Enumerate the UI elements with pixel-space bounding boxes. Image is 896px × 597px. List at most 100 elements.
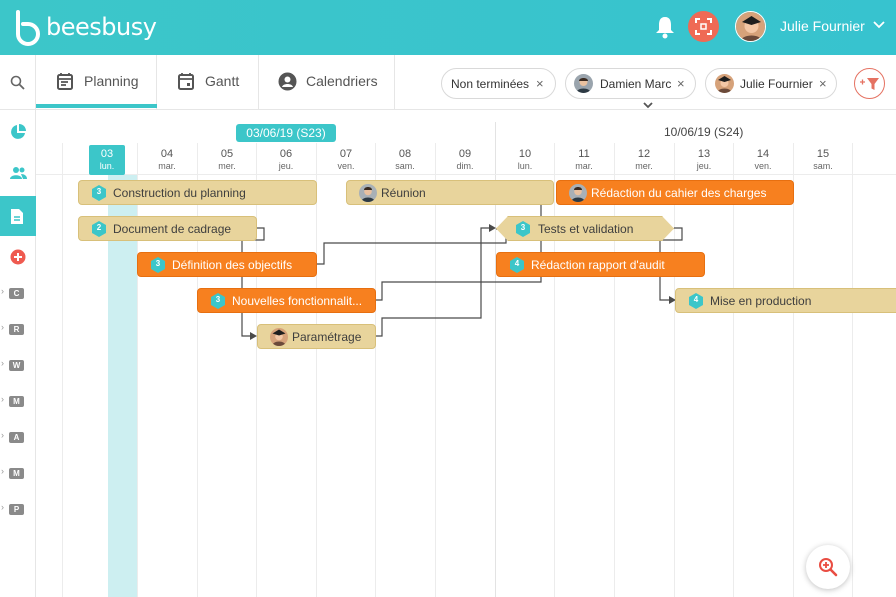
expand-arrow-icon[interactable]: › — [1, 322, 4, 332]
bell-icon[interactable] — [654, 15, 676, 39]
close-icon[interactable]: × — [536, 76, 544, 91]
header-divider — [36, 174, 896, 175]
sidebar-item-add[interactable] — [0, 237, 36, 277]
user-circle-icon — [278, 72, 297, 91]
day-name: jeu. — [278, 161, 294, 171]
hexagon-badge-icon — [151, 257, 165, 273]
task-bar[interactable]: 3 Définition des objectifs — [137, 252, 317, 277]
tab-label: Calendriers — [306, 73, 378, 89]
day-number: 04 — [160, 148, 174, 160]
task-bar[interactable]: 4 Rédaction rapport d'audit — [496, 252, 705, 277]
day-divider — [62, 143, 63, 597]
day-number: 15 — [816, 148, 830, 160]
zoom-button[interactable] — [806, 545, 850, 589]
chevron-down-icon[interactable] — [642, 101, 654, 109]
sidebar-project[interactable]: ›W — [0, 355, 36, 375]
user-avatar[interactable] — [735, 11, 766, 42]
expand-arrow-icon[interactable]: › — [1, 394, 4, 404]
day-divider — [614, 143, 615, 597]
project-initial: M — [13, 397, 20, 406]
task-label: Rédaction du cahier des charges — [591, 186, 767, 200]
task-badge: 4 — [693, 295, 699, 304]
expand-arrow-icon[interactable]: › — [1, 286, 4, 296]
expand-arrow-icon[interactable]: › — [1, 502, 4, 512]
hexagon-badge-icon — [515, 221, 531, 237]
day-name: sam. — [813, 161, 833, 171]
day-divider — [197, 143, 198, 597]
filter-add-icon — [860, 78, 879, 90]
chevron-down-icon[interactable] — [873, 21, 885, 29]
task-bar[interactable]: Rédaction du cahier des charges — [556, 180, 794, 205]
task-bar[interactable]: Paramétrage — [257, 324, 376, 349]
filter-chip-julie[interactable]: Julie Fournier × — [705, 68, 837, 99]
planning-icon — [57, 73, 73, 90]
sidebar-project[interactable]: ›C — [0, 283, 36, 303]
filter-chip-damien[interactable]: Damien Marc × — [565, 68, 696, 99]
folder-icon: W — [9, 360, 24, 371]
tab-planning[interactable]: Planning — [36, 55, 157, 110]
task-badge: 4 — [514, 259, 520, 268]
filter-avatar — [715, 74, 734, 93]
task-badge: 3 — [155, 259, 161, 268]
task-badge: 2 — [96, 223, 102, 232]
add-icon — [10, 249, 26, 265]
search-button[interactable] — [0, 55, 36, 110]
project-initial: W — [12, 361, 21, 370]
task-bar[interactable]: 4 Mise en production — [675, 288, 896, 313]
task-label: Définition des objectifs — [172, 258, 293, 272]
task-bar[interactable]: 2 Document de cadrage — [78, 216, 257, 241]
sidebar-project[interactable]: ›A — [0, 427, 36, 447]
tab-gantt[interactable]: Gantt — [157, 55, 259, 110]
close-icon[interactable]: × — [819, 76, 827, 91]
task-bar[interactable]: 3 Nouvelles fonctionnalit... — [197, 288, 376, 313]
expand-arrow-icon[interactable]: › — [1, 430, 4, 440]
focus-mode-button[interactable] — [688, 11, 719, 42]
sidebar-item-dashboard[interactable] — [0, 112, 36, 152]
day-divider — [435, 143, 436, 597]
day-number: 10 — [518, 148, 532, 160]
sidebar-item-documents[interactable] — [0, 196, 36, 236]
sidebar-item-team[interactable] — [0, 154, 36, 194]
task-label: Réunion — [381, 186, 426, 200]
day-name: mer. — [635, 161, 653, 171]
expand-arrow-icon[interactable]: › — [1, 466, 4, 476]
app-header: beesbusy Julie Fournier — [0, 0, 896, 55]
task-bar[interactable]: 3 Construction du planning — [78, 180, 317, 205]
task-badge: 3 — [96, 187, 102, 196]
sidebar-project[interactable]: ›R — [0, 319, 36, 339]
sidebar-project[interactable]: ›M — [0, 391, 36, 411]
sidebar-project[interactable]: ›M — [0, 463, 36, 483]
user-name[interactable]: Julie Fournier — [780, 18, 865, 34]
brand-name: beesbusy — [46, 13, 157, 41]
day-number: 03 — [100, 148, 114, 160]
sidebar-project[interactable]: ›P — [0, 499, 36, 519]
beesbusy-logo-icon[interactable] — [14, 8, 42, 46]
task-bar[interactable]: Réunion — [346, 180, 554, 205]
close-icon[interactable]: × — [677, 76, 685, 91]
week-label-next: 10/06/19 (S24) — [664, 125, 744, 139]
zoom-in-icon — [819, 558, 838, 577]
project-initial: R — [13, 325, 20, 334]
hexagon-badge-icon — [92, 221, 106, 237]
filter-chip-status[interactable]: Non terminées × — [441, 68, 556, 99]
tab-calendriers[interactable]: Calendriers — [259, 55, 395, 110]
tab-label: Gantt — [205, 73, 240, 89]
add-filter-button[interactable] — [854, 68, 885, 99]
project-initial: M — [13, 469, 20, 478]
task-bar-milestone[interactable]: 3 Tests et validation — [496, 216, 674, 241]
expand-arrow-icon[interactable]: › — [1, 358, 4, 368]
